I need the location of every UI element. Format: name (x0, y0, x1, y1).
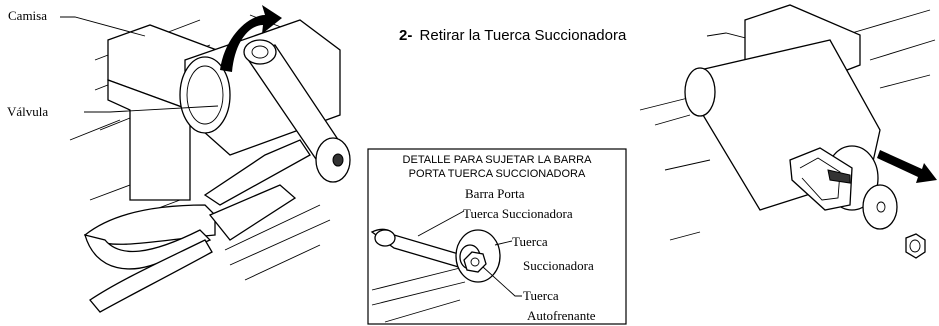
right-assembly-drawing (639, 4, 937, 259)
left-assembly-drawing (60, 5, 351, 313)
label-tuerca-succ-line1: Tuerca (512, 234, 548, 249)
detail-title-line2: PORTA TUERCA SUCCIONADORA (409, 168, 586, 180)
label-tuerca-auto-line2: Autofrenante (527, 308, 596, 323)
label-camisa: Camisa (8, 8, 47, 23)
detail-title-line1: DETALLE PARA SUJETAR LA BARRA (403, 154, 593, 166)
label-tuerca-auto-line1: Tuerca (523, 288, 559, 303)
label-tuerca-succ-line2: Succionadora (523, 258, 594, 273)
step-title: Retirar la Tuerca Succionadora (420, 27, 627, 44)
detail-box (367, 148, 627, 325)
label-barra-line1: Barra Porta (465, 186, 525, 201)
label-barra-line2: Tuerca Succionadora (463, 206, 573, 221)
step-heading: 2- Retirar la Tuerca Succionadora (399, 27, 627, 44)
label-valvula: Válvula (7, 104, 48, 119)
step-number: 2- (399, 27, 412, 44)
